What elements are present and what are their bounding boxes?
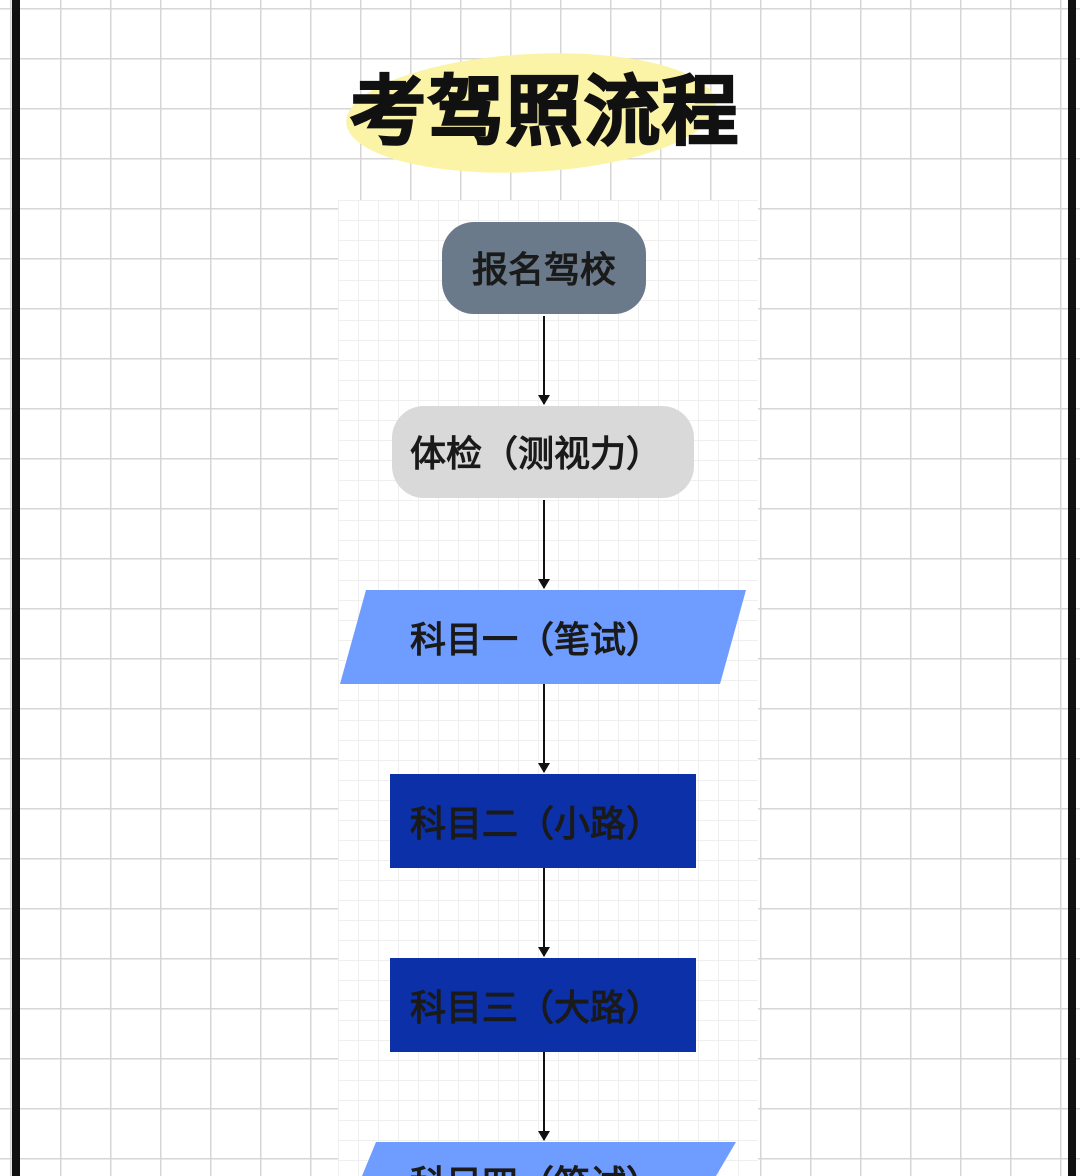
step-shape-physical-exam	[392, 406, 694, 498]
step-shape-subject-two	[390, 774, 696, 868]
step-shape-register	[442, 222, 646, 314]
step-shape-subject-one	[340, 590, 746, 684]
step-shape-subject-four	[362, 1142, 736, 1176]
flow-step-subject-one: 科目一（笔试）	[340, 590, 746, 684]
step-label-subject-three: 科目三（大路）	[410, 987, 662, 1029]
step-label-subject-two: 科目二（小路）	[410, 803, 662, 845]
step-label-subject-four: 科目四（笔试）	[410, 1163, 662, 1176]
step-label-physical-exam: 体检（测视力）	[410, 433, 662, 475]
flow-step-register: 报名驾校	[442, 222, 646, 314]
title-block: 考驾照流程	[340, 40, 750, 182]
frame-border-right	[1068, 0, 1076, 1176]
step-label-subject-one: 科目一（笔试）	[410, 619, 662, 661]
flow-step-subject-three: 科目三（大路）	[390, 958, 696, 1052]
frame-border-left	[12, 0, 20, 1176]
page-title: 考驾照流程	[349, 67, 740, 156]
step-label-register: 报名驾校	[472, 249, 616, 291]
flow-step-subject-two: 科目二（小路）	[390, 774, 696, 868]
flow-step-subject-four: 科目四（笔试）	[362, 1142, 736, 1176]
flow-step-physical-exam: 体检（测视力）	[392, 406, 694, 498]
step-shape-subject-three	[390, 958, 696, 1052]
